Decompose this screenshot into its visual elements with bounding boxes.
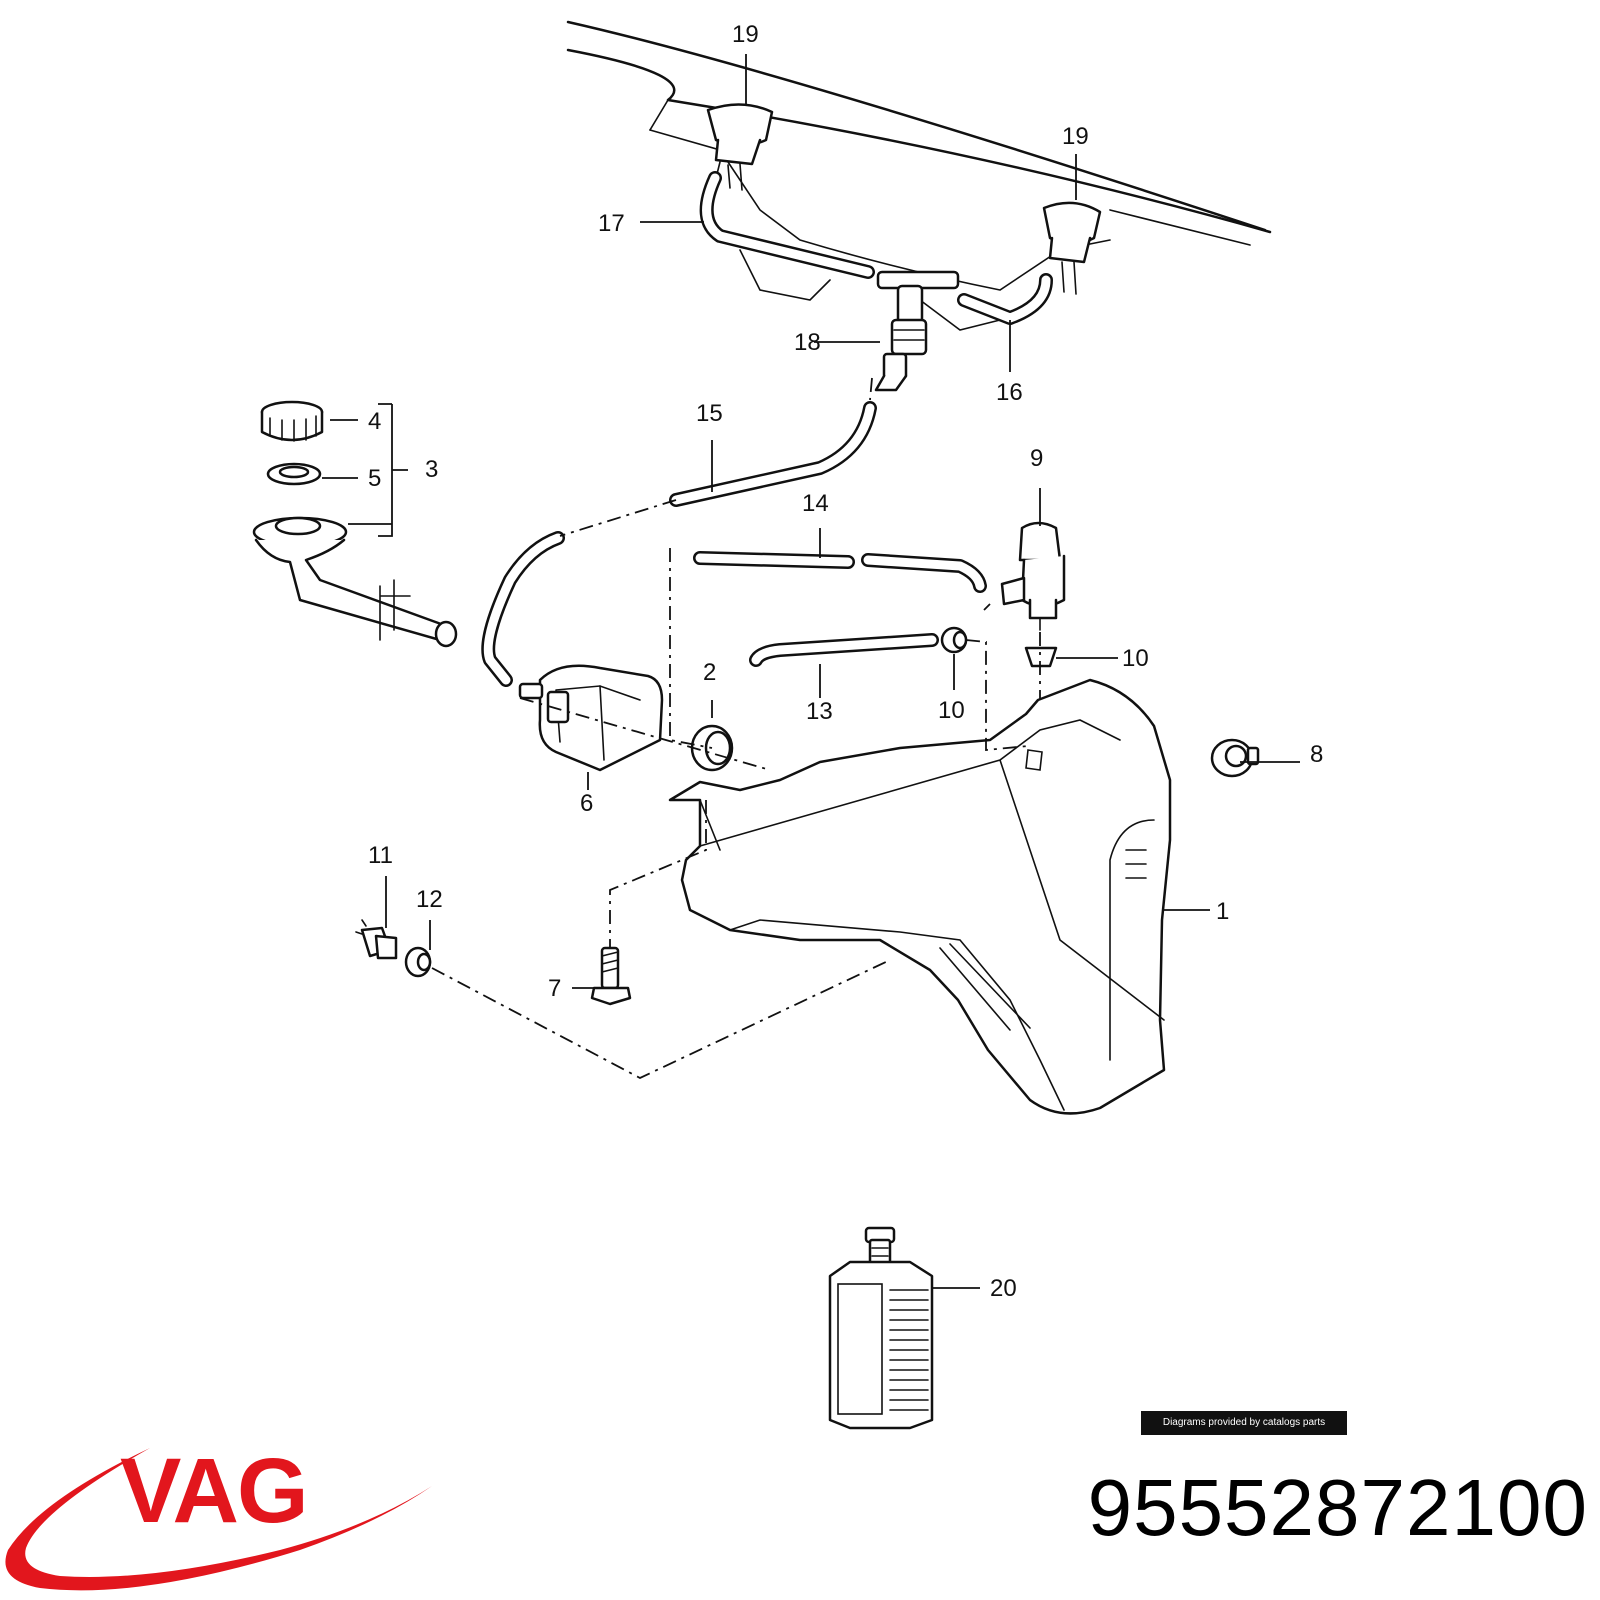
callout-12: 12 [416, 886, 443, 913]
logo-wordmark: VAG [120, 1440, 307, 1542]
vag-logo: VAG [5, 1440, 433, 1591]
filler-cap [260, 400, 324, 442]
washer-pump [1000, 521, 1066, 631]
callout-10a: 10 [1122, 645, 1149, 672]
grommet-10-left [940, 626, 968, 654]
washer-reservoir [668, 678, 1172, 1115]
logo-swoosh [5, 1448, 433, 1591]
callout-16: 16 [996, 379, 1023, 406]
leader-lines [322, 54, 1300, 1289]
callout-11: 11 [368, 842, 393, 869]
callout-10b: 10 [938, 697, 965, 724]
callout-labels: 1 2 3 4 5 6 7 8 9 10 10 11 12 13 14 15 1… [368, 21, 1323, 1302]
connection-lines [431, 548, 1041, 1080]
callout-6: 6 [580, 790, 593, 817]
bolt-7 [590, 946, 632, 1006]
callout-19b: 19 [1062, 123, 1089, 150]
washer-nozzle-left [706, 103, 774, 191]
diagram-credit: Diagrams provided by catalogs parts [1141, 1411, 1347, 1435]
hose-14 [693, 551, 987, 593]
callout-3: 3 [425, 456, 438, 483]
hose-13 [749, 633, 939, 667]
callout-18: 18 [794, 329, 821, 356]
callout-8: 8 [1310, 741, 1323, 768]
mounting-bracket [518, 664, 664, 772]
body-panel-outline [566, 20, 1272, 331]
callout-4: 4 [368, 408, 381, 435]
callout-13: 13 [806, 698, 833, 725]
part-number: 95552872100 [1087, 1463, 1588, 1552]
callout-17: 17 [598, 210, 625, 237]
hose-15 [481, 377, 877, 687]
washer-nozzle-right [1042, 201, 1102, 295]
callout-9: 9 [1030, 445, 1043, 472]
callout-19a: 19 [732, 21, 759, 48]
callout-2: 2 [703, 659, 716, 686]
washer-fluid-bottle [828, 1226, 934, 1430]
grommet-10-right [1024, 646, 1058, 668]
callout-5: 5 [368, 465, 381, 492]
hose-16 [957, 273, 1053, 325]
sensor-grommet [404, 946, 432, 978]
hose-17 [699, 171, 875, 279]
t-connector-valve [874, 270, 960, 392]
callout-7: 7 [548, 975, 561, 1002]
level-sensor [355, 919, 398, 960]
callout-14: 14 [802, 490, 829, 517]
filler-seal-ring [266, 462, 322, 486]
callout-1: 1 [1216, 898, 1229, 925]
callout-15: 15 [696, 400, 723, 427]
callout-20: 20 [990, 1275, 1017, 1302]
filler-neck-tube [252, 516, 458, 648]
plug-8 [1210, 738, 1260, 778]
